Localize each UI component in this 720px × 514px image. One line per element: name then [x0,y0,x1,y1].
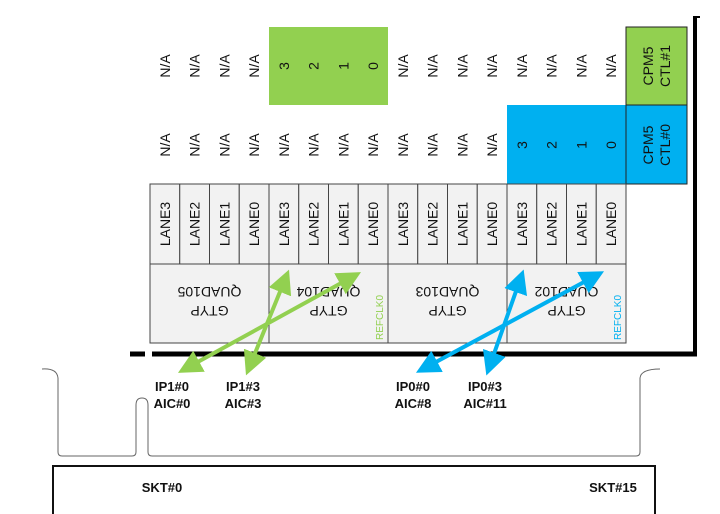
lane-label: LANE1 [573,202,589,247]
lane-label: LANE2 [544,202,560,247]
lane-cell [268,183,300,265]
ctl0-lane-label: N/A [187,133,203,157]
ctl0-lane-label: N/A [484,133,500,157]
lane-label: LANE0 [365,202,381,247]
ctl1-lane-label: 3 [276,62,292,70]
refclk-label: REFCLK0 [613,295,624,340]
lane-label: LANE1 [454,202,470,247]
lane-label: LANE1 [216,202,232,247]
ctl1-lane-label: N/A [157,54,173,78]
ctl1-lane-label: N/A [216,54,232,78]
lane-label: LANE1 [335,202,351,247]
lane-cell [476,183,508,265]
ctl0-lane-label: N/A [395,133,411,157]
ctl1-lane-label: 2 [306,62,322,70]
ctl0-lane-label: N/A [276,133,292,157]
card-edge-outline [41,368,661,457]
ctl0-lane-label: N/A [454,133,470,157]
lane-cell [179,183,210,265]
ctl0-lane-label: 1 [573,141,589,149]
ctl1-lane-label: N/A [454,54,470,78]
ctl0-lane-label: 2 [544,141,560,149]
arrow-ip0-3-to-quad102-lane3 [482,269,528,376]
lane-cell [417,183,448,265]
ctl0-lane-label: N/A [216,133,232,157]
lane-cell [238,183,270,265]
ctl1-lane-label: N/A [573,54,589,78]
lane-cell [387,183,419,265]
lane-label: LANE3 [157,202,173,247]
lane-cell [357,183,389,265]
lane-cell [447,183,478,265]
ctl0-highlight-block [507,105,626,184]
ctl0-lane-label: N/A [425,133,441,157]
ctl0-lane-label: 3 [514,141,530,149]
socket-box [52,465,656,514]
lane-label: LANE3 [395,202,411,247]
lane-label: LANE2 [187,202,203,247]
ctl1-lane-label: N/A [544,54,560,78]
socket-first-label: SKT#0 [142,480,182,495]
lane-label: LANE2 [306,202,322,247]
ctl0-lane-label: N/A [246,133,262,157]
lane-cell [298,183,329,265]
lane-cell [209,183,240,265]
ctl0-lane-label: N/A [306,133,322,157]
lane-label: LANE3 [514,202,530,247]
lane-label: LANE0 [246,202,262,247]
refclk-label: REFCLK0 [375,295,386,340]
ctl1-lane-label: N/A [484,54,500,78]
lane-label: LANE2 [425,202,441,247]
ctl0-lane-label: N/A [365,133,381,157]
ctl1-highlight-block [269,27,388,105]
ctl1-lane-label: N/A [187,54,203,78]
lane-cell [566,183,597,265]
cpm5-ctl1-label: CPM5CTL#1 [640,45,673,87]
ctl1-lane-label: N/A [514,54,530,78]
ctl1-lane-label: N/A [395,54,411,78]
ctl0-lane-label: 0 [603,141,619,149]
lane-label: LANE0 [603,202,619,247]
ctl1-lane-label: N/A [246,54,262,78]
ctl1-lane-label: 1 [335,62,351,70]
lane-cell [595,183,627,265]
lane-label: LANE3 [276,202,292,247]
ctl1-lane-label: 0 [365,62,381,70]
ctl1-lane-label: N/A [425,54,441,78]
ctl0-lane-label: N/A [157,133,173,157]
cpm5-ctl0-box [625,104,688,185]
arrow-ip1-3-to-quad104-lane3 [243,269,292,376]
ctl1-lane-label: N/A [603,54,619,78]
ctl0-lane-label: N/A [335,133,351,157]
lane-label: LANE0 [484,202,500,247]
cpm5-ctl0-label: CPM5CTL#0 [640,124,673,166]
socket-last-label: SKT#15 [589,480,637,495]
